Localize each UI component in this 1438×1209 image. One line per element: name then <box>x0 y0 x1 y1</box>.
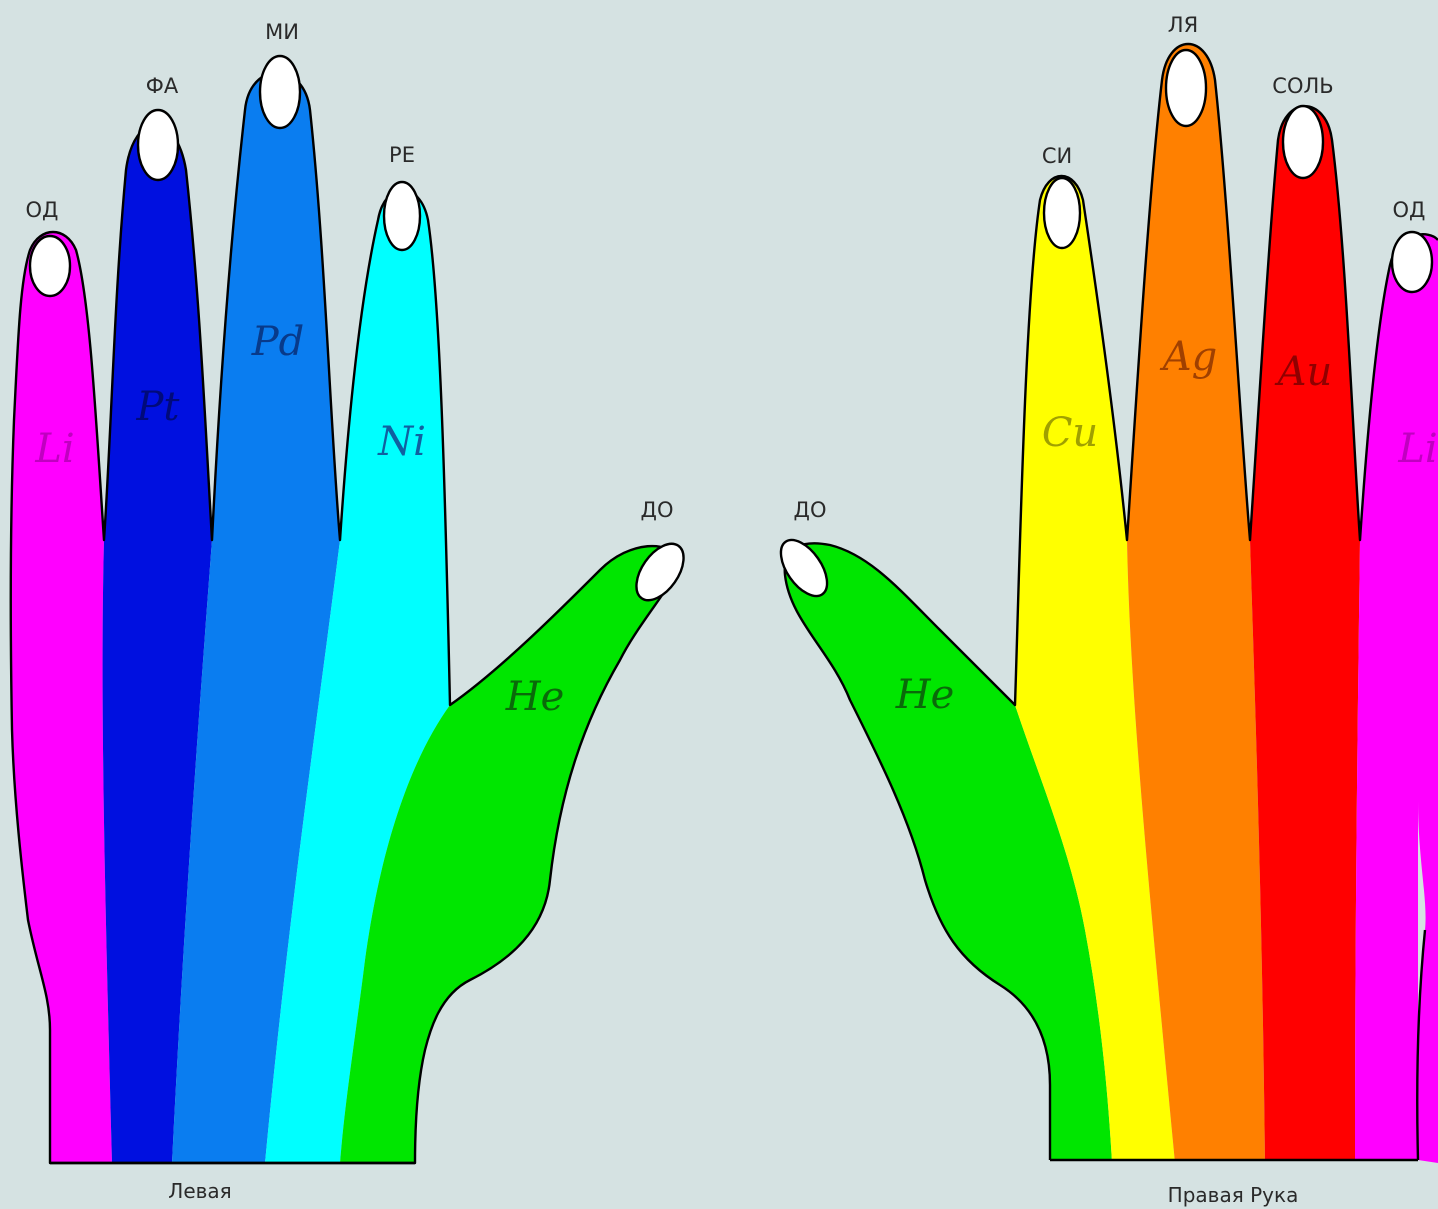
right-little-nail-icon <box>1392 232 1432 292</box>
right-ring-nail-icon <box>1283 106 1323 178</box>
right-ring-symbol: Au <box>1274 349 1333 395</box>
left-index-nail-icon <box>384 182 420 250</box>
left-hand-caption: Левая <box>168 1179 231 1203</box>
left-little-nail-icon <box>30 236 70 296</box>
left-middle-note: МИ <box>265 20 299 44</box>
right-index-symbol: Cu <box>1042 410 1098 456</box>
right-little-stripe <box>1355 200 1438 1163</box>
right-middle-note: ЛЯ <box>1168 13 1198 37</box>
right-index-nail-icon <box>1044 178 1080 248</box>
right-hand-caption: Правая Рука <box>1168 1183 1299 1207</box>
left-little-note: ОД <box>26 198 59 222</box>
left-hand: Li Pt Pd Ni He ОД ФА МИ РЕ ДО Левая <box>0 20 720 1203</box>
left-index-symbol: Ni <box>377 419 426 465</box>
right-ring-note: СОЛЬ <box>1272 74 1333 98</box>
left-thumb-note: ДО <box>641 498 674 522</box>
left-ring-symbol: Pt <box>136 384 181 430</box>
right-middle-symbol: Ag <box>1159 334 1218 380</box>
left-middle-symbol: Pd <box>251 319 305 365</box>
right-little-note: ОД <box>1393 198 1426 222</box>
right-middle-nail-icon <box>1166 50 1206 126</box>
right-index-note: СИ <box>1042 144 1072 168</box>
left-index-note: РЕ <box>389 143 415 167</box>
right-thumb-note: ДО <box>794 498 827 522</box>
left-ring-nail-icon <box>138 110 178 180</box>
left-little-symbol: Li <box>34 426 74 472</box>
left-ring-note: ФА <box>146 74 179 98</box>
right-little-symbol: Li <box>1397 426 1437 472</box>
right-hand: He Cu Ag Au Li ДО СИ ЛЯ СОЛЬ ОД Правая Р… <box>760 13 1438 1207</box>
right-thumb-symbol: He <box>895 672 955 718</box>
left-thumb-symbol: He <box>505 674 565 720</box>
left-middle-nail-icon <box>260 56 300 128</box>
right-ring-stripe <box>1250 80 1360 1163</box>
